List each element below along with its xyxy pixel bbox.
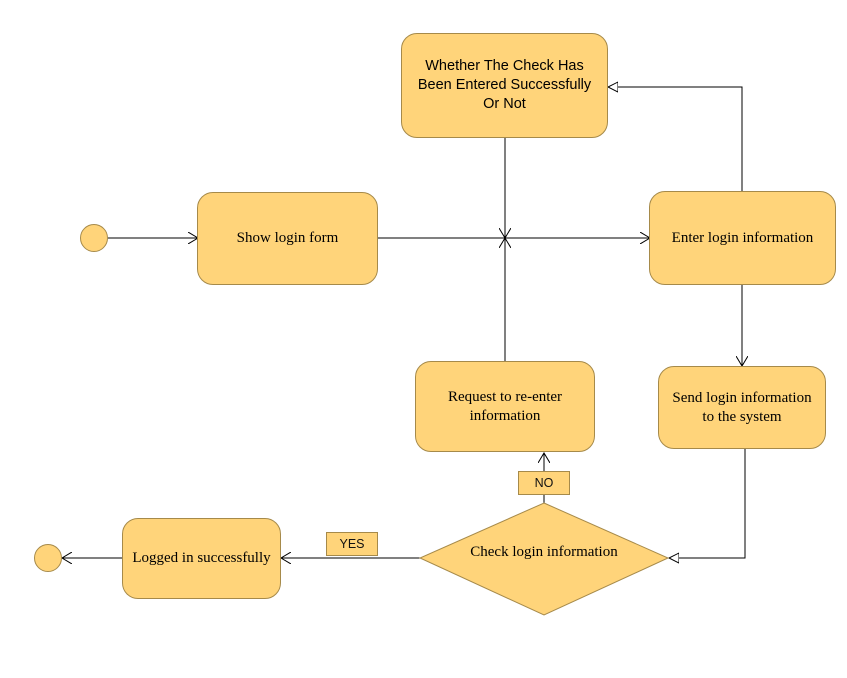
node-logged-in-successfully: Logged in successfully	[122, 518, 281, 599]
node-enter-login-information: Enter login information	[649, 191, 836, 285]
node-show-login-form: Show login form	[197, 192, 378, 285]
decision-diamond-check-login	[418, 502, 670, 616]
node-check-entered: Whether The Check Has Been Entered Succe…	[401, 33, 608, 138]
guard-label-yes: YES	[326, 532, 378, 556]
end-node	[34, 544, 62, 572]
node-send-login-information: Send login information to the system	[658, 366, 826, 449]
edge-enter-login-to-check-entered	[608, 87, 743, 192]
guard-label-no: NO	[518, 471, 570, 495]
node-request-reenter: Request to re-enter information	[415, 361, 595, 452]
decision-label-check-login: Check login information	[470, 544, 618, 560]
edge-send-login-to-check-login	[669, 448, 746, 558]
start-node	[80, 224, 108, 252]
